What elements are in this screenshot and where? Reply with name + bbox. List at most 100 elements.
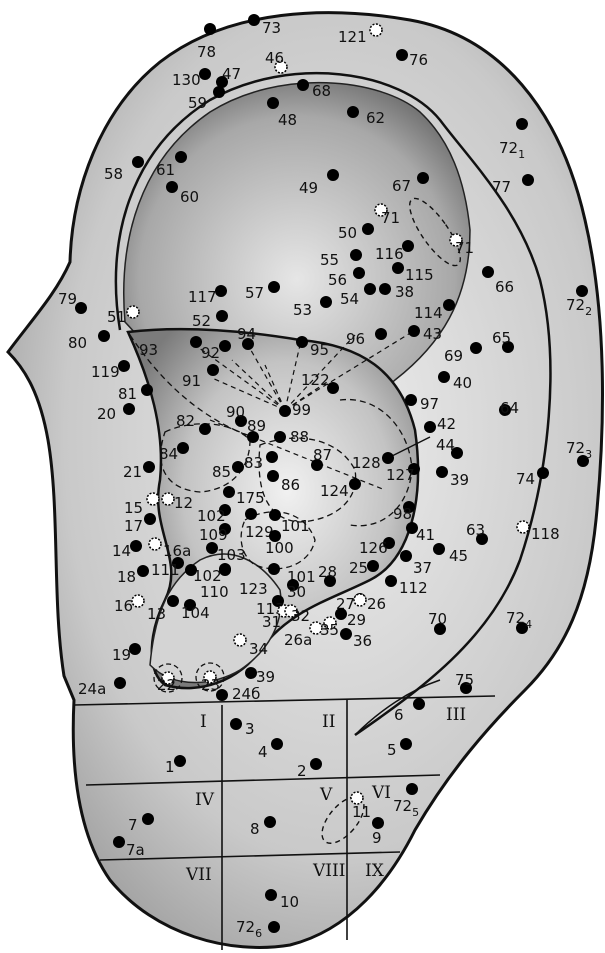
acupoint-label: 42 <box>437 415 456 433</box>
acupoint-label: 17 <box>124 517 143 535</box>
acupoint-dot <box>215 285 227 297</box>
lobe-zone-label: VIII <box>312 861 345 881</box>
acupoint-dot <box>268 563 280 575</box>
acupoint-label: 40 <box>453 374 472 392</box>
acupoint-label: 98 <box>393 505 412 523</box>
acupoint-label: 44 <box>436 436 455 454</box>
acupoint-label: 16 <box>114 597 133 615</box>
acupoint-dot <box>340 628 352 640</box>
acupoint-label: 93 <box>139 341 158 359</box>
acupoint-label: 112 <box>399 579 428 597</box>
acupoint-label: 123 <box>239 580 268 598</box>
acupoint-label: 175 <box>236 489 265 507</box>
acupoint-dot <box>132 156 144 168</box>
acupoint-dot <box>267 97 279 109</box>
acupoint-label: 130 <box>172 71 201 89</box>
acupoint-label: 28 <box>318 563 337 581</box>
acupoint-label: 74 <box>516 470 535 488</box>
acupoint-label: 70 <box>428 610 447 628</box>
lobe-zone-label: II <box>322 712 335 732</box>
acupoint-dot <box>392 262 404 274</box>
acupoint-label: 94 <box>237 325 256 343</box>
acupoint-label: 90 <box>226 403 245 421</box>
acupoint-label: 54 <box>340 290 359 308</box>
acupoint-label: 75 <box>455 671 474 689</box>
acupoint-label: 14 <box>112 542 131 560</box>
acupoint-dot <box>223 486 235 498</box>
acupoint-label: 69 <box>444 347 463 365</box>
acupoint-dot <box>310 758 322 770</box>
acupoint-dot <box>522 174 534 186</box>
acupoint-label: 12 <box>174 494 193 512</box>
acupoint-label: 22 <box>157 676 176 694</box>
acupoint-dot <box>269 509 281 521</box>
acupoint-label: 86 <box>281 476 300 494</box>
acupoint-dot <box>245 508 257 520</box>
acupoint-dot <box>350 249 362 261</box>
acupoint-label: 31 <box>262 613 281 631</box>
acupoint-dot <box>297 79 309 91</box>
acupoint-label: 52 <box>192 312 211 330</box>
acupoint-dot <box>114 677 126 689</box>
acupoint-dot <box>137 565 149 577</box>
acupoint-label: 24a <box>78 680 106 698</box>
acupoint-label: 60 <box>180 188 199 206</box>
acupoint-label: 29 <box>347 611 366 629</box>
acupoint-dot <box>118 360 130 372</box>
acupoint-label: 19 <box>112 646 131 664</box>
acupoint-label: 50 <box>338 224 357 242</box>
acupoint-label: 39 <box>256 668 275 686</box>
acupoint-label: 18 <box>117 568 136 586</box>
acupoint-label: 20 <box>97 405 116 423</box>
lobe-zone-label: VII <box>185 865 212 885</box>
acupoint-label: 101 <box>281 517 310 535</box>
acupoint-dot <box>349 478 361 490</box>
acupoint-dot <box>443 299 455 311</box>
acupoint-label: 56 <box>328 271 347 289</box>
acupoint-label: 71 <box>455 239 474 257</box>
acupoint-dot <box>279 405 291 417</box>
acupoint-dot <box>375 328 387 340</box>
acupoint-dot <box>207 364 219 376</box>
acupoint-dot <box>517 521 529 533</box>
acupoint-dot <box>413 698 425 710</box>
acupoint-dot <box>372 817 384 829</box>
acupoint-label: 43 <box>423 325 442 343</box>
acupoint-label: 10 <box>280 893 299 911</box>
acupoint-dot <box>143 461 155 473</box>
acupoint-label: 49 <box>299 179 318 197</box>
acupoint-dot <box>130 540 142 552</box>
acupoint-dot <box>274 431 286 443</box>
acupoint-dot <box>354 594 366 606</box>
acupoint-dot <box>408 325 420 337</box>
acupoint-label: 77 <box>492 178 511 196</box>
acupoint-label: 96 <box>346 330 365 348</box>
acupoint-dot <box>320 296 332 308</box>
acupoint-label: 26a <box>284 631 312 649</box>
acupoint-label: 68 <box>312 82 331 100</box>
acupoint-dot <box>482 266 494 278</box>
lobe-zone-label: V <box>319 785 333 805</box>
acupoint-label: 84 <box>159 445 178 463</box>
acupoint-label: 82 <box>176 412 195 430</box>
acupoint-label: 122 <box>301 371 330 389</box>
acupoint-label: 23 <box>201 676 220 694</box>
acupoint-dot <box>335 608 347 620</box>
acupoint-label: 117 <box>188 288 217 306</box>
lobe-zone-label: VI <box>371 783 391 803</box>
acupoint-dot <box>402 240 414 252</box>
acupoint-label: 127 <box>386 466 415 484</box>
acupoint-label: 39 <box>450 471 469 489</box>
acupoint-dot <box>204 23 216 35</box>
acupoint-label: 121 <box>338 28 367 46</box>
acupoint-dot <box>213 86 225 98</box>
acupoint-dot <box>385 575 397 587</box>
acupoint-dot <box>470 342 482 354</box>
acupoint-dot <box>438 371 450 383</box>
acupoint-label: 59 <box>188 94 207 112</box>
acupoint-label: 124 <box>320 482 349 500</box>
acupoint-label: 41 <box>416 526 435 544</box>
acupoint-label: 63 <box>466 521 485 539</box>
acupoint-label: 126 <box>359 539 388 557</box>
